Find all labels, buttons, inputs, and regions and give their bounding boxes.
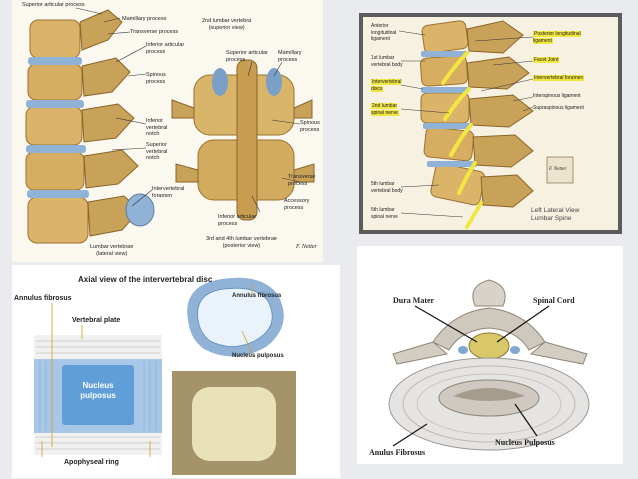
spinal-nerves xyxy=(441,51,483,229)
label-mamillary-process: Mamillary process xyxy=(122,16,167,22)
axial-leader-lines xyxy=(41,285,253,457)
highlight-facet-joint: Facet Joint xyxy=(533,57,560,63)
panel-lumbar-vertebrae: Superior articular process Mamillary pro… xyxy=(12,0,323,262)
lumbar-vertebrae-illustration xyxy=(25,7,315,244)
label-anterior-longitudinal-ligament: Anterior longitudinal ligament xyxy=(371,23,397,42)
label-5th-lumbar-vertebral-body: 5th lumbar vertebral body xyxy=(371,181,403,194)
label-2nd-lumbar-spinal-nerve: 2nd lumbar spinal nerve xyxy=(371,103,399,116)
label-intervertebral-foramen: Intervertebral foramen xyxy=(152,186,185,199)
label-superior-articular-process: Superior articular process xyxy=(22,2,85,8)
label-anulus-fibrosus: Anulus Fibrosus xyxy=(369,448,426,457)
netter-signature: F. Netter xyxy=(296,244,317,250)
caption-lumbar-vertebrae: Lumbar vertebrae (lateral view) xyxy=(90,244,134,257)
panel-cross-section: Dura Mater Spinal Cord Anulus Fibrosus N… xyxy=(357,246,623,464)
posterior-elements xyxy=(466,20,534,208)
vertebra-cross-section xyxy=(388,279,590,451)
cross-section-illustration xyxy=(388,279,590,451)
lateral-spine-illustration xyxy=(398,20,574,229)
cross-leader-lines xyxy=(392,305,550,447)
label-inferior-articular-process-right: Inferior articular process xyxy=(218,214,257,227)
label-dura-mater: Dura Mater xyxy=(393,296,435,305)
label-transverse-process: Transverse process xyxy=(130,29,179,35)
disc-side-view xyxy=(34,335,162,455)
posterior-view-vertebrae xyxy=(171,59,315,221)
label-annulus-fibrosus-left: Annulus fibrosus xyxy=(14,295,72,302)
label-spinous-process-right: Spinous process xyxy=(300,120,320,133)
disc-histology-photo xyxy=(172,371,296,475)
label-apophyseal-ring: Apophyseal ring xyxy=(64,459,119,466)
highlight-intervertebral-foramen: Intervertebral foramen xyxy=(533,75,585,81)
label-mamillary-process-right: Mamillary process xyxy=(278,50,302,63)
lateral-spine-frame: Anterior longitudinal ligament 1st lumba… xyxy=(363,17,618,230)
label-interspinous-ligament: Interspinous ligament xyxy=(533,93,581,99)
label-vertebral-plate: Vertebral plate xyxy=(72,317,121,324)
label-accessory-process: Accessory process xyxy=(284,198,310,211)
label-supraspinous-ligament: Supraspinous ligament xyxy=(533,105,584,111)
title-2nd-lumbar-vertebra: 2nd lumbar vertebra (superior view) xyxy=(202,18,252,31)
label-nucleus-pulposus-right: Nucleus pulposus xyxy=(232,353,284,359)
label-intervertebral-discs: Intervertebral discs xyxy=(371,79,402,92)
lateral-leader-lines xyxy=(398,30,534,218)
view-title: Left Lateral View Lumbar Spine xyxy=(531,207,580,222)
netter-badge xyxy=(546,156,574,184)
label-nucleus-pulposus-center: Nucleus pulposus xyxy=(80,381,116,400)
highlight-intervertebral-discs: Intervertebral discs xyxy=(371,79,402,92)
highlight-posterior-longitudinal-ligament: Posterior longitudinal ligament xyxy=(533,31,581,44)
label-posterior-longitudinal-ligament: Posterior longitudinal ligament xyxy=(533,31,581,44)
highlight-2nd-lumbar-spinal-nerve: 2nd lumbar spinal nerve xyxy=(371,103,399,116)
panel-axial-disc: Axial view of the intervertebral disc An… xyxy=(12,265,340,478)
label-intervertebral-foramen-right: Intervertebral foramen xyxy=(533,75,585,82)
label-annulus-fibrosus-right: Annulus fibrosus xyxy=(232,293,282,299)
label-facet-joint: Facet Joint xyxy=(533,57,560,64)
label-nucleus-pulposus: Nucleus Pulposus xyxy=(495,438,555,447)
label-superior-articular-process-right: Superior articular process xyxy=(226,50,268,63)
label-superior-vertebral-notch: Superior vertebral notch xyxy=(146,142,168,161)
caption-3rd-4th-lumbar: 3rd and 4th lumbar vertebrae (posterior … xyxy=(206,236,277,249)
label-spinous-process: Spinous process xyxy=(146,72,166,85)
disc-top-view xyxy=(187,277,284,357)
netter-signature-lateral: F. Netter xyxy=(549,167,567,172)
lateral-spine-column xyxy=(25,9,155,244)
label-inferior-articular-process: Inferior articular process xyxy=(146,42,185,55)
label-inferior-vertebral-notch: Inferior vertebral notch xyxy=(146,118,168,137)
axial-disc-illustration xyxy=(34,277,296,475)
label-spinal-cord: Spinal Cord xyxy=(533,296,575,305)
panel-lateral-lumbar-spine: Anterior longitudinal ligament 1st lumba… xyxy=(359,13,622,234)
axial-title: Axial view of the intervertebral disc xyxy=(78,275,213,284)
leader-lines xyxy=(75,7,301,213)
label-transverse-process-right: Transverse process xyxy=(288,174,316,187)
label-1st-lumbar-vertebral-body: 1st lumbar vertebral body xyxy=(371,55,403,68)
label-5th-lumbar-spinal-nerve: 5th lumbar spinal nerve xyxy=(371,207,398,220)
